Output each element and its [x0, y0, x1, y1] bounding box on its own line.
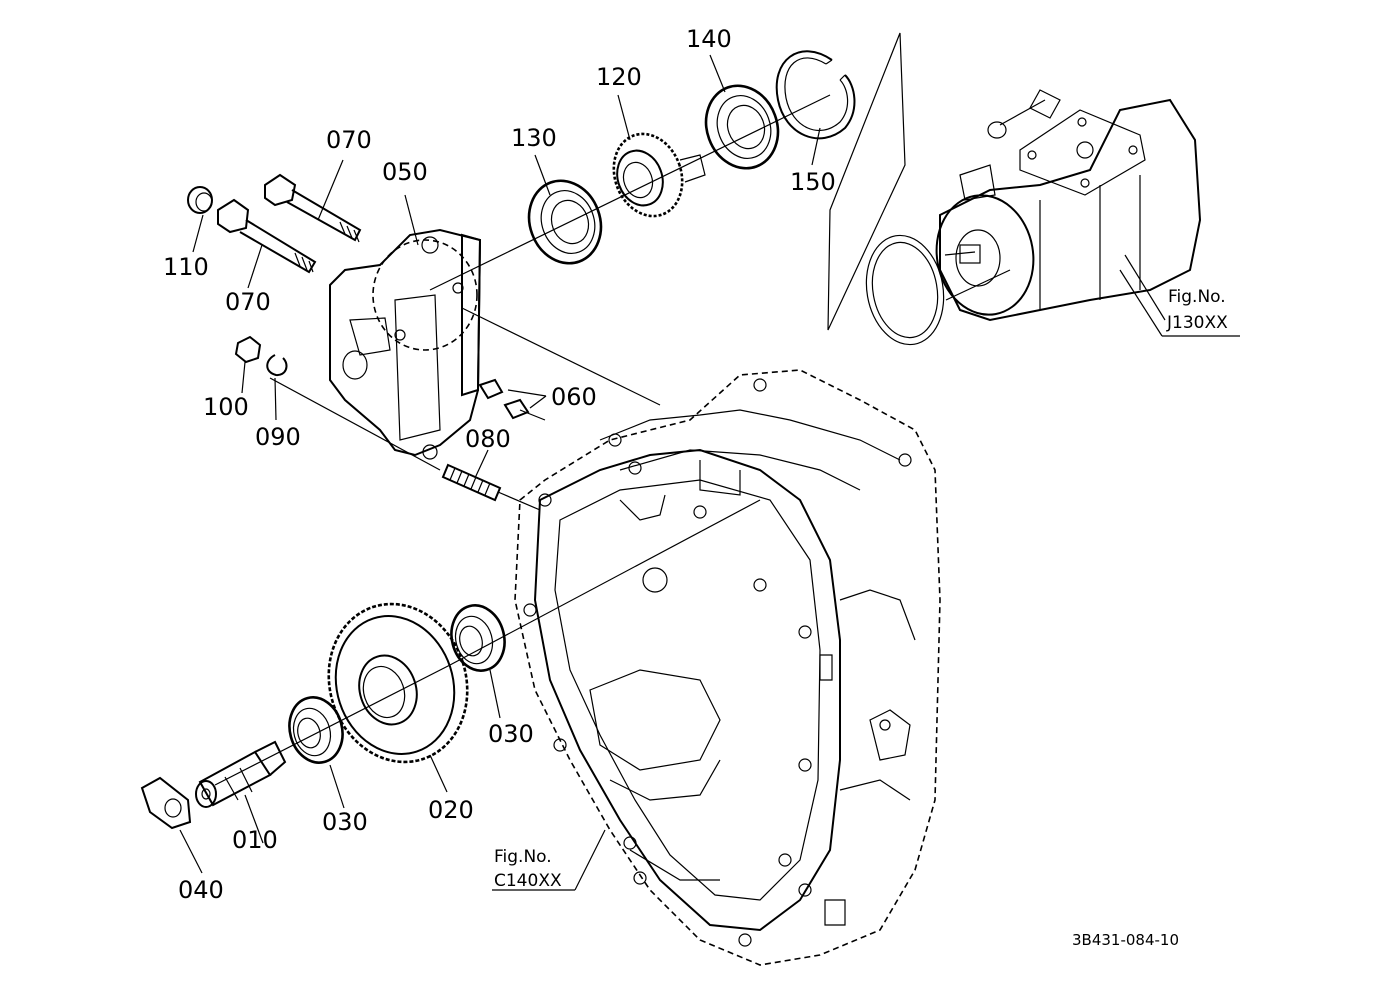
cap-110: [187, 186, 213, 214]
figure-reference-pump: Fig.No. J130XX: [1166, 287, 1228, 333]
nut-100: [234, 335, 262, 364]
snap-ring-150: [775, 50, 856, 140]
label-040: 040: [178, 876, 224, 904]
label-050: 050: [382, 158, 428, 186]
label-030-lower: 030: [322, 808, 368, 836]
pin-060: [478, 378, 530, 420]
label-140: 140: [686, 25, 732, 53]
assembly-axis-lines: [214, 94, 1011, 786]
washer-090: [266, 354, 288, 377]
bearing-140: [704, 84, 780, 170]
figure-reference-case: Fig.No. C140XX: [494, 847, 562, 891]
label-030-upper: 030: [488, 720, 534, 748]
fig-ref-case-line2: C140XX: [494, 871, 562, 891]
leader-lines: [179, 54, 1240, 891]
label-020: 020: [428, 796, 474, 824]
label-070-lower: 070: [225, 288, 271, 316]
label-090: 090: [255, 423, 301, 451]
label-080: 080: [465, 425, 511, 453]
label-100: 100: [203, 393, 249, 421]
label-120: 120: [596, 63, 642, 91]
label-110: 110: [163, 253, 209, 281]
bolt-070-lower: [217, 198, 317, 274]
drawing-code: 3B431-084-10: [1072, 931, 1179, 949]
label-150: 150: [790, 168, 836, 196]
label-070-upper: 070: [326, 126, 372, 154]
bearing-holder-050: [329, 228, 482, 460]
fig-ref-pump-line2: J130XX: [1166, 313, 1228, 333]
bearing-030-upper: [450, 604, 506, 672]
bolt-070-upper: [264, 173, 362, 243]
bearing-130: [527, 179, 603, 265]
part-labels: 010 020 030 030 040 050 060 070 070 080 …: [163, 25, 836, 904]
hydraulic-pump-assembly: [827, 32, 1202, 346]
label-010: 010: [232, 826, 278, 854]
fig-ref-case-line1: Fig.No.: [494, 847, 552, 867]
stud-080: [441, 463, 502, 502]
gear-120: [612, 132, 706, 218]
bearing-030-lower: [288, 696, 344, 764]
fig-ref-pump-line1: Fig.No.: [1168, 287, 1226, 307]
label-060: 060: [551, 383, 597, 411]
plate-040: [140, 776, 192, 830]
label-130: 130: [511, 124, 557, 152]
shaft-010: [195, 740, 287, 808]
transmission-case: [514, 369, 941, 966]
gear-020: [327, 602, 469, 764]
